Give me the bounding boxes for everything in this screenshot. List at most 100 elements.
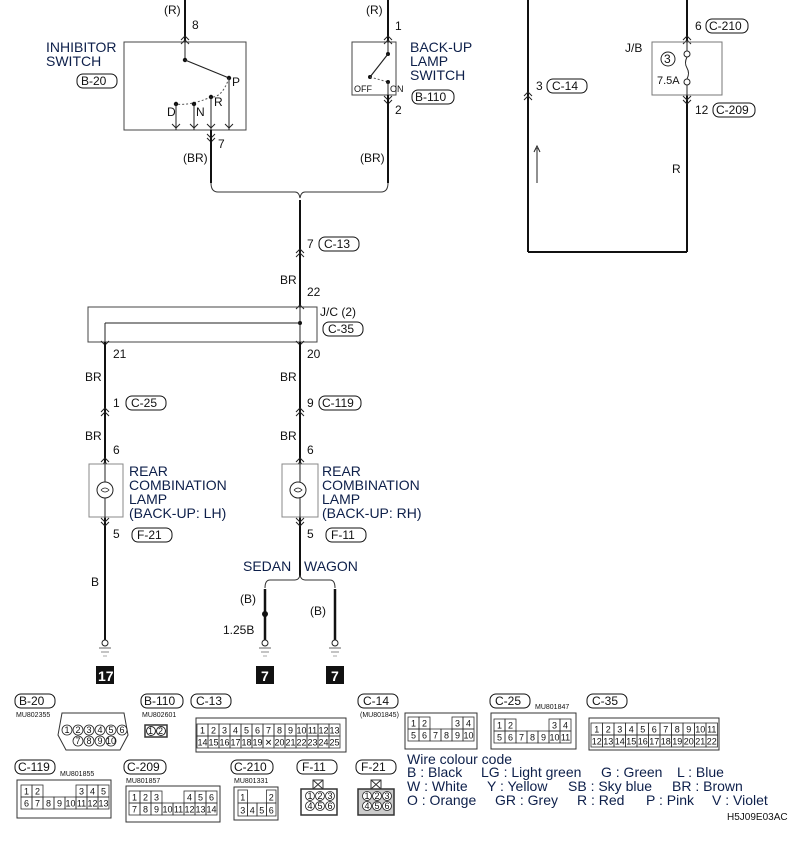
legend-l: L : Blue (677, 764, 724, 780)
main-trunk: 7 C-13 BR 22 J/C (2) C-35 21 20 (87, 200, 364, 361)
b20-part: MU802355 (16, 712, 50, 719)
svg-text:4: 4 (90, 787, 95, 797)
jb-output-wire: R (672, 162, 681, 176)
svg-text:12: 12 (87, 799, 97, 809)
inhibitor-output-wire: (BR) (183, 151, 208, 165)
wire-colour-legend: Wire colour code B : Black LG : Light gr… (407, 751, 788, 823)
svg-text:5: 5 (411, 731, 416, 741)
ground-badge-sedan (256, 666, 274, 684)
svg-text:11: 11 (707, 725, 716, 735)
svg-text:1: 1 (307, 791, 312, 801)
backup-connector: B-110 (415, 90, 446, 104)
svg-text:9: 9 (97, 736, 102, 746)
svg-text:5: 5 (640, 725, 645, 735)
fuse-number: 3 (664, 52, 671, 66)
c119-part: MU801855 (60, 771, 94, 778)
svg-text:9: 9 (288, 726, 293, 736)
svg-text:6: 6 (652, 725, 657, 735)
svg-text:4: 4 (629, 725, 634, 735)
backup-output-wire: (BR) (360, 151, 385, 165)
svg-text:5: 5 (317, 801, 322, 811)
left-lamp-line3: LAMP (129, 491, 167, 507)
b20-name: B-20 (19, 694, 45, 708)
svg-text:3: 3 (222, 726, 227, 736)
left-wire-1: BR (85, 370, 102, 384)
svg-text:3: 3 (455, 719, 460, 729)
svg-text:3: 3 (154, 793, 159, 803)
backup-title-3: SWITCH (410, 67, 465, 83)
c13-connector: C-13 (324, 237, 350, 251)
svg-text:4: 4 (466, 719, 471, 729)
svg-text:25: 25 (329, 738, 339, 748)
svg-text:6: 6 (24, 799, 29, 809)
inhibitor-output-pin: 7 (218, 137, 225, 151)
svg-text:8: 8 (143, 805, 148, 815)
svg-text:7: 7 (266, 726, 271, 736)
right-lamp-connector: F-11 (331, 528, 355, 542)
b20-shape (57, 712, 129, 751)
backup-title-1: BACK-UP (410, 39, 472, 55)
svg-text:21: 21 (285, 738, 295, 748)
position-r: R (214, 95, 223, 109)
svg-text:15: 15 (208, 738, 218, 748)
off-label: OFF (354, 84, 372, 94)
svg-text:24: 24 (318, 738, 328, 748)
svg-text:2: 2 (508, 721, 513, 731)
bulb-icon (96, 481, 114, 499)
svg-text:12: 12 (318, 726, 328, 736)
bulb-icon (289, 481, 307, 499)
svg-text:5: 5 (198, 793, 203, 803)
jb-output-pin: 12 (695, 103, 709, 117)
c14-connector: C-14 (552, 79, 578, 93)
backup-input-pin: 1 (395, 19, 402, 33)
svg-text:3: 3 (617, 725, 622, 735)
b110-part: MU802601 (142, 712, 176, 719)
backup-output-pin: 2 (395, 103, 402, 117)
svg-text:3: 3 (384, 791, 389, 801)
svg-text:6: 6 (384, 801, 389, 811)
svg-text:2: 2 (143, 793, 148, 803)
svg-text:13: 13 (98, 799, 108, 809)
svg-text:14: 14 (615, 737, 625, 747)
svg-text:7: 7 (75, 736, 80, 746)
backup-lamp-switch: (R) 1 OFF ON BACK-UP LAMP SWITCH B-110 2… (351, 0, 472, 183)
svg-text:10: 10 (296, 726, 306, 736)
svg-text:2: 2 (211, 726, 216, 736)
svg-text:4: 4 (97, 725, 102, 735)
left-ground-wire: B (91, 575, 99, 589)
b110-name: B-110 (144, 694, 175, 708)
sedan-ground-number: 7 (261, 668, 269, 684)
ground-icon (331, 639, 339, 647)
svg-text:19: 19 (672, 737, 682, 747)
svg-text:18: 18 (661, 737, 671, 747)
svg-text:16: 16 (638, 737, 648, 747)
c13-wire: BR (280, 273, 297, 287)
c25-name: C-25 (495, 694, 521, 708)
svg-text:17: 17 (230, 738, 240, 748)
svg-text:1: 1 (497, 721, 502, 731)
legend-r: R : Red (577, 792, 624, 808)
svg-text:8: 8 (86, 736, 91, 746)
jb-output-connector: C-209 (716, 103, 749, 117)
svg-text:1: 1 (364, 791, 369, 801)
svg-text:✕: ✕ (265, 738, 273, 748)
svg-text:10: 10 (463, 731, 473, 741)
legend-lg: LG : Light green (481, 764, 581, 780)
c25-part: MU801847 (535, 704, 569, 711)
legend-gr: GR : Grey (495, 792, 558, 808)
svg-text:11: 11 (561, 733, 570, 743)
inhibitor-input-pin: 8 (192, 18, 199, 32)
svg-text:6: 6 (119, 725, 124, 735)
right-wire-1: BR (280, 370, 297, 384)
right-branch: BR 9 C-119 BR 6 REAR COMBINATION LAMP (B… (223, 342, 422, 684)
svg-text:2: 2 (75, 725, 80, 735)
svg-text:10: 10 (162, 805, 172, 815)
left-lamp-out-pin: 5 (113, 527, 120, 541)
svg-text:5: 5 (108, 725, 113, 735)
svg-text:7: 7 (433, 731, 438, 741)
ground-icon (261, 639, 269, 647)
legend-br: BR : Brown (672, 778, 743, 794)
svg-text:4: 4 (563, 721, 568, 731)
svg-text:22: 22 (296, 738, 306, 748)
